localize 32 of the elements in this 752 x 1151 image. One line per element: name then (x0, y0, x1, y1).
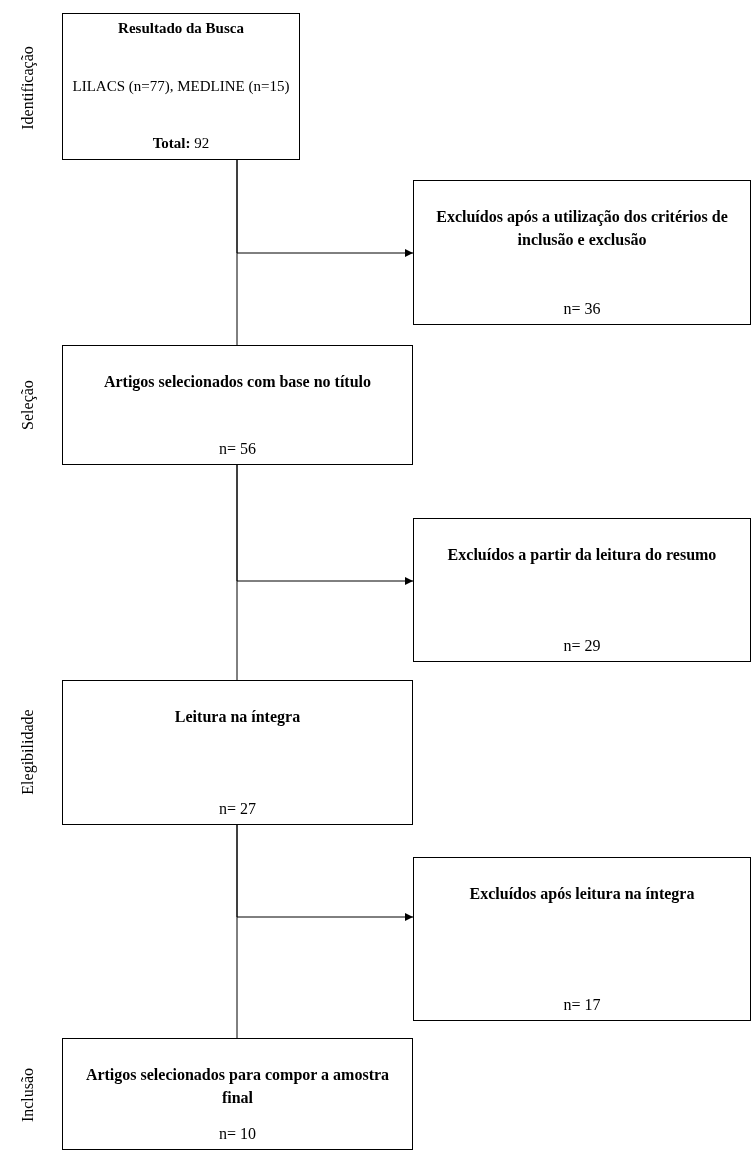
connector-line (236, 824, 238, 1039)
box-heading: Artigos selecionados para compor a amostra final (84, 1065, 391, 1109)
stage-label: Seleção (20, 380, 36, 430)
count-text: n= 36 (563, 298, 601, 319)
count-text: Total: 92 (152, 134, 210, 154)
process-box (413, 180, 751, 325)
stage-label: Identificação (20, 46, 36, 130)
connector-line (236, 464, 238, 681)
arrow (236, 159, 414, 257)
count-text: n= 56 (219, 438, 256, 459)
box-heading: Excluídos após leitura na íntegra (469, 884, 695, 905)
count-text: n= 29 (563, 635, 601, 656)
connector-line (236, 159, 238, 346)
box-text: LILACS (n=77), MEDLINE (n=15) (72, 76, 290, 96)
count-text: n= 17 (563, 994, 601, 1015)
stage-label: Elegibilidade (20, 709, 36, 795)
box-heading: Excluídos após a utilização dos critérios de inclusão e exclusão (435, 207, 729, 251)
process-box (62, 680, 413, 825)
process-box (413, 518, 751, 662)
arrow (236, 824, 414, 921)
arrow (236, 464, 414, 585)
box-heading: Excluídos a partir da leitura do resumo (447, 545, 717, 566)
process-box (413, 857, 751, 1021)
box-heading: Leitura na íntegra (174, 707, 301, 728)
count-text: n= 10 (219, 1123, 256, 1144)
process-box (62, 13, 300, 160)
stage-label: Inclusão (20, 1067, 36, 1123)
process-box (62, 1038, 413, 1150)
process-box (62, 345, 413, 465)
count-text: n= 27 (219, 798, 256, 819)
box-heading: Resultado da Busca (118, 19, 244, 38)
box-heading: Artigos selecionados com base no título (103, 372, 372, 393)
